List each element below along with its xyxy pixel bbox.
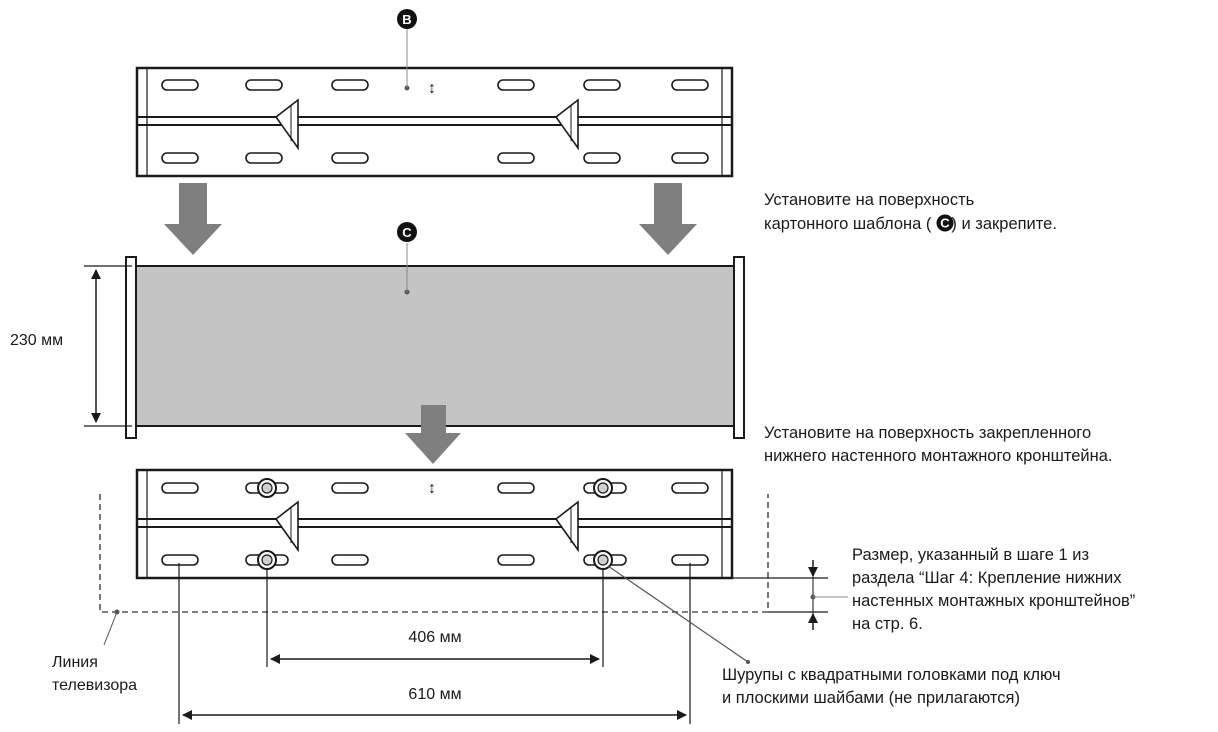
template-note-line2: картонного шаблона () и закрепите. <box>764 215 1057 233</box>
cardboard-template <box>125 243 745 439</box>
screw-icon <box>593 478 613 498</box>
screw-icon <box>257 478 277 498</box>
tv-outline <box>99 494 769 646</box>
svg-text:B: B <box>402 12 411 27</box>
lower-note-line2: нижнего настенного монтажного кронштейна… <box>764 447 1112 465</box>
screw-leader <box>607 565 750 664</box>
arrow-right <box>639 183 697 255</box>
updown-sign: ↕ <box>428 480 436 497</box>
svg-text:C: C <box>940 216 950 231</box>
screws-note-line2: и плоскими шайбами (не прилагаются) <box>722 689 1020 707</box>
lower-note-line1: Установите на поверхность закрепленного <box>764 424 1091 442</box>
template-note-line1: Установите на поверхность <box>764 191 974 209</box>
height-dimension <box>84 265 132 427</box>
bracket-span-dimension <box>178 563 691 724</box>
marker-b: B <box>397 9 417 29</box>
height-label: 230 мм <box>10 332 63 349</box>
arrow-left <box>164 183 222 255</box>
screw-span-dimension <box>266 569 604 667</box>
size-note-line4: на стр. 6. <box>852 615 923 633</box>
offset-dimension <box>732 560 848 630</box>
size-note-line1: Размер, указанный в шаге 1 из <box>852 546 1089 564</box>
screw-span-label: 406 мм <box>408 629 461 646</box>
lower-bracket: ↕ <box>135 468 734 580</box>
upper-bracket: ↕ <box>135 28 734 178</box>
screw-icon <box>257 550 277 570</box>
bracket-span-label: 610 мм <box>408 686 461 703</box>
tv-line-label-2: телевизора <box>52 677 137 694</box>
marker-c: C <box>397 222 417 242</box>
updown-sign: ↕ <box>428 80 436 97</box>
arrow-middle <box>405 405 461 464</box>
size-note-line2: раздела “Шаг 4: Крепление нижних <box>852 569 1122 587</box>
marker-c-inline: C <box>936 214 954 232</box>
tv-line-label-1: Линия <box>52 654 98 671</box>
screws-note-line1: Шурупы с квадратными головками под ключ <box>722 666 1061 684</box>
svg-text:C: C <box>402 225 412 240</box>
size-note-line3: настенных монтажных кронштейнов” <box>852 592 1135 610</box>
